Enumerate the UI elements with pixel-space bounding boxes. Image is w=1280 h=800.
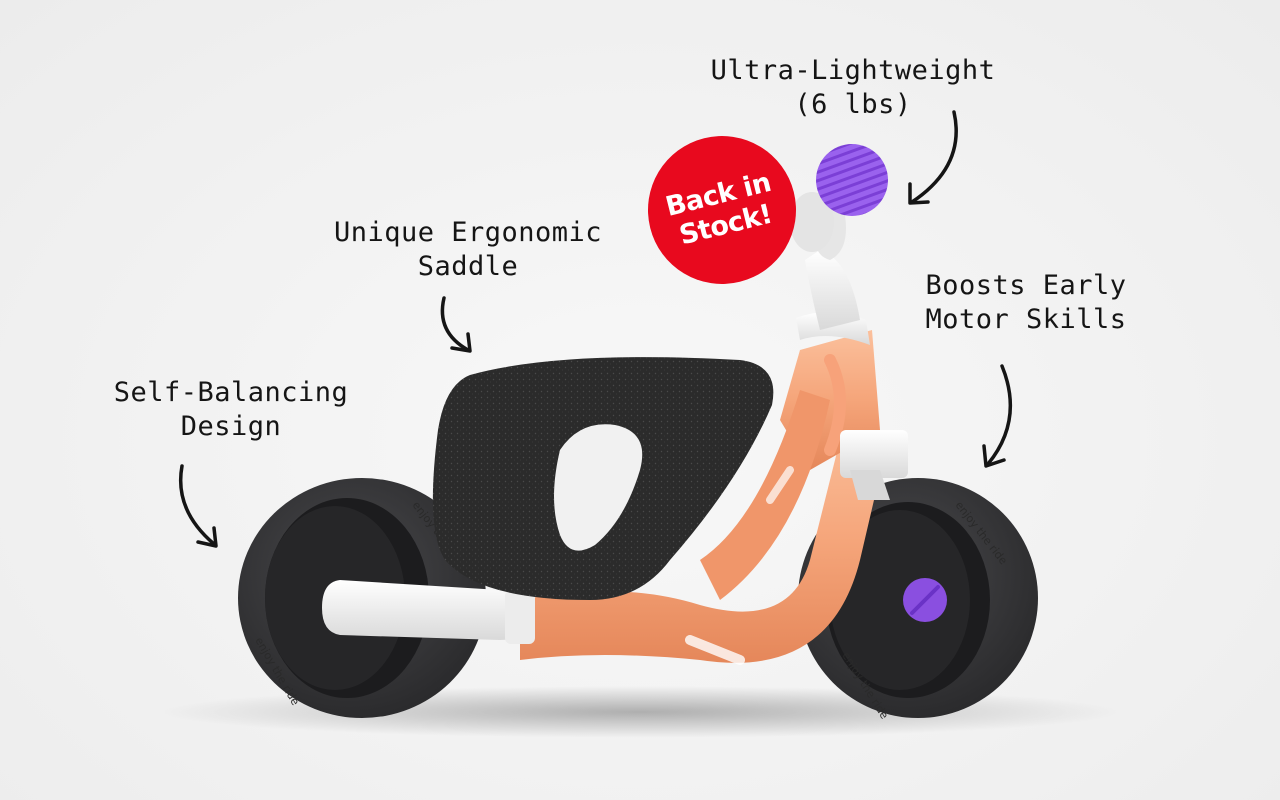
ergonomic-saddle [432,357,774,600]
arrow-motor-skills-icon [982,364,1013,468]
handlebar-grip [790,144,888,252]
callout-line: Unique Ergonomic [333,217,603,248]
callout-line: Ultra-Lightweight [710,55,996,86]
bike-frame [520,330,888,665]
callout-line: (6 lbs) [794,89,912,120]
arrow-lightweight-icon [908,110,958,205]
callout-line: Motor Skills [925,304,1127,335]
rear-axle-arm [322,580,535,644]
callout-lightweight: Ultra-Lightweight (6 lbs) [690,54,1016,122]
callout-motor-skills: Boosts Early Motor Skills [906,269,1146,337]
callout-line: Boosts Early [925,270,1127,301]
callout-line: Design [180,411,282,442]
arrow-self-balancing-icon [178,464,218,548]
callout-self-balancing: Self-Balancing Design [100,376,362,444]
front-fork [796,210,908,500]
front-hub [903,578,947,622]
arrow-saddle-icon [440,296,472,353]
callout-line: Self-Balancing [113,377,349,408]
callout-saddle: Unique Ergonomic Saddle [318,216,618,284]
callout-line: Saddle [417,251,519,282]
